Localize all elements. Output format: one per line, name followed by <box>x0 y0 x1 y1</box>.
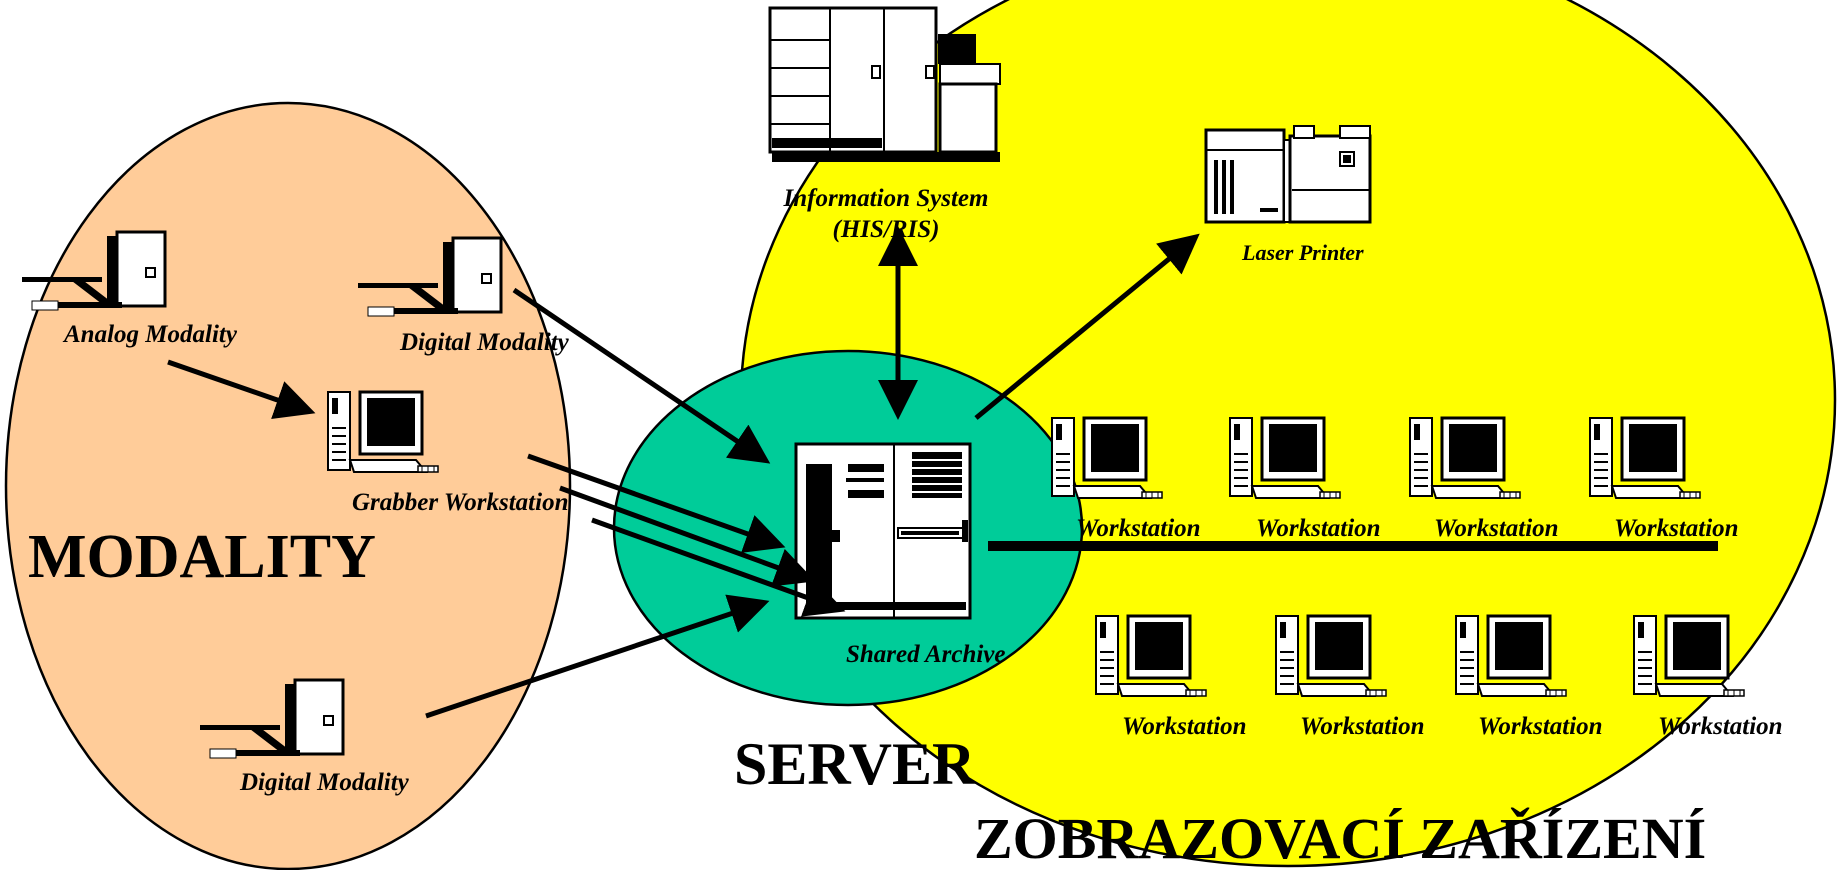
workstation-icon <box>1632 614 1746 698</box>
laser-printer-label: Laser Printer <box>1242 240 1364 265</box>
analog-modality-label: Analog Modality <box>64 321 237 348</box>
arrow-server-to-printer <box>974 233 1200 420</box>
workstation-label: Workstation <box>1434 515 1559 542</box>
arrow-grabber-to-server-1 <box>527 453 786 553</box>
arrow-analog-to-grabber <box>167 359 316 420</box>
server-zone-title: SERVER <box>734 731 976 797</box>
arrow-digital-top-to-server <box>512 287 771 464</box>
workstation-label: Workstation <box>1300 713 1425 740</box>
arrow-digital-bottom-to-server <box>425 594 770 719</box>
digital-modality-bottom-label: Digital Modality <box>240 769 409 796</box>
workstation-label: Workstation <box>1076 515 1201 542</box>
grabber-workstation-label: Grabber Workstation <box>352 489 569 516</box>
modality-zone-title: MODALITY <box>28 523 376 591</box>
shared-archive-label: Shared Archive <box>846 641 1006 668</box>
information-system-subtitle: (HIS/RIS) <box>832 216 940 243</box>
workstation-label: Workstation <box>1478 713 1603 740</box>
information-system-label: Information System (HIS/RIS) <box>766 186 1006 242</box>
display-zone-title: ZOBRAZOVACÍ ZAŘÍZENÍ <box>974 806 1707 871</box>
workstation-label: Workstation <box>1256 515 1381 542</box>
arrow-grabber-to-server-3 <box>591 517 846 617</box>
connection-arrows <box>167 226 1200 719</box>
mainframe-icon <box>768 6 1001 162</box>
laser-printer-icon <box>1204 125 1372 224</box>
server-cabinet-icon <box>794 442 972 620</box>
arrow-grabber-to-server-2 <box>559 485 816 587</box>
information-system-title: Information System <box>783 185 989 212</box>
workstation-label: Workstation <box>1658 713 1783 740</box>
workstation-label: Workstation <box>1614 515 1739 542</box>
workstation-label: Workstation <box>1122 713 1247 740</box>
digital-modality-top-label: Digital Modality <box>400 329 569 356</box>
